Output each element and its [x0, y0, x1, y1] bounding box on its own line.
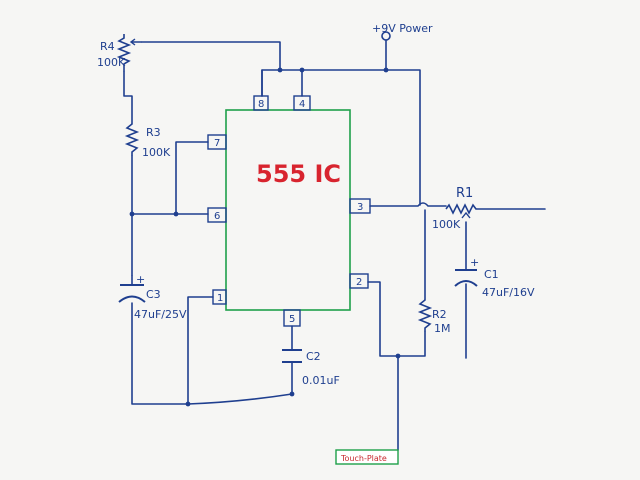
wire-r4-wiper — [141, 41, 281, 71]
junction-dot — [395, 353, 401, 359]
c3-polarity: + — [136, 273, 145, 286]
pin-label-4: 4 — [299, 99, 305, 110]
wire-pin2 — [367, 281, 399, 451]
c1-plate-bottom — [454, 280, 478, 287]
wire-pin7 — [175, 141, 209, 215]
r1-wiper-arrow-icon — [461, 211, 471, 219]
pin-label-8: 8 — [258, 99, 264, 110]
c2-value: 0.01uF — [302, 374, 340, 387]
c3-plate-bottom — [118, 295, 146, 303]
pin-label-6: 6 — [214, 211, 220, 222]
touch-plate-label: Touch-Plate — [340, 454, 387, 463]
pin-box-3 — [349, 198, 371, 214]
ic-555: 555 IC 8 4 7 6 1 5 3 2 — [207, 95, 371, 327]
touch-plate: Touch-Plate — [335, 449, 399, 465]
wire-c3-ground — [131, 302, 189, 405]
r3-name: R3 — [146, 126, 161, 139]
wire-ground-bus — [187, 393, 293, 405]
c1-name: C1 — [484, 268, 499, 281]
r1-zigzag — [445, 203, 477, 215]
touch-plate-box — [335, 449, 399, 465]
r1-name: R1 — [456, 186, 473, 201]
wire-pin3 — [369, 202, 447, 207]
wire-r2-bottom — [397, 331, 426, 357]
r1-value: 100K — [432, 218, 461, 231]
pin-label-1: 1 — [217, 293, 223, 304]
r2-zigzag — [417, 299, 433, 332]
r2-value: 1M — [434, 322, 451, 335]
resistor-r1: R1 100K — [432, 186, 477, 231]
c3-name: C3 — [146, 288, 161, 301]
junction-dot — [173, 211, 179, 217]
resistor-r2: R2 1M — [417, 299, 451, 335]
r4-wiper-arrow-icon — [129, 38, 142, 46]
r2-name: R2 — [432, 308, 447, 321]
c2-name: C2 — [306, 350, 321, 363]
junction-dot — [277, 67, 283, 73]
pin-box-4 — [293, 95, 311, 111]
pin-box-2 — [349, 273, 369, 289]
resistor-r4: R4 100K — [97, 34, 142, 72]
r3-zigzag — [124, 123, 140, 156]
r4-zigzag — [116, 34, 132, 72]
c1-polarity: + — [470, 256, 479, 269]
pin-box-8 — [253, 95, 269, 111]
pin-box-5 — [283, 309, 301, 327]
pin-label-3: 3 — [357, 202, 363, 213]
junction-dot — [299, 67, 305, 73]
c3-value: 47uF/25V — [134, 308, 187, 321]
junction-dots — [129, 67, 401, 407]
junction-dot — [185, 401, 191, 407]
pin-box-7 — [207, 134, 227, 150]
capacitor-c1: + C1 47uF/16V — [454, 256, 535, 299]
junction-dot — [129, 211, 135, 217]
r4-value: 100K — [97, 56, 126, 69]
resistor-r3: R3 100K — [124, 123, 171, 159]
power-terminal-icon — [381, 31, 391, 41]
ic-title: 555 IC — [256, 160, 341, 188]
junction-dot — [383, 67, 389, 73]
r4-name: R4 — [100, 40, 115, 53]
power-label: +9V Power — [372, 22, 433, 35]
power-terminal: +9V Power — [372, 22, 433, 41]
r3-value: 100K — [142, 146, 171, 159]
junction-dot — [289, 391, 295, 397]
wires — [123, 39, 546, 451]
pin-label-7: 7 — [214, 138, 220, 149]
pin-box-1 — [212, 289, 227, 305]
wire-r4-r3 — [123, 71, 133, 125]
c1-value: 47uF/16V — [482, 286, 535, 299]
capacitor-c3: + C3 47uF/25V — [118, 273, 187, 321]
pin-label-2: 2 — [356, 277, 362, 288]
pin-label-5: 5 — [289, 314, 295, 325]
capacitor-c2: C2 0.01uF — [282, 349, 340, 387]
wire-pin1 — [187, 296, 214, 405]
pin-box-6 — [207, 207, 227, 223]
